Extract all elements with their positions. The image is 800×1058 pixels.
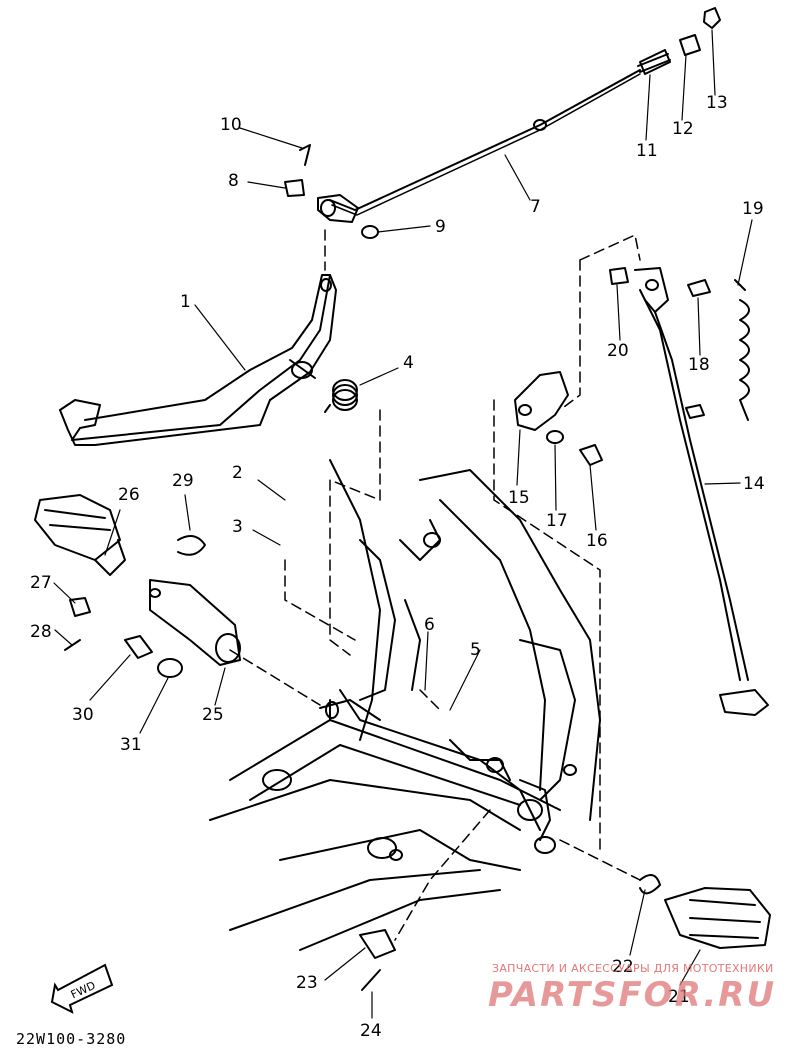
callout-numbers: 1 2 3 4 5 6 7 8 9 10 11 12 13 14 15 16 1… (30, 93, 765, 1041)
callout-8: 8 (228, 171, 239, 191)
callout-14: 14 (743, 474, 765, 494)
callout-28: 28 (30, 622, 52, 642)
callout-18: 18 (688, 355, 710, 375)
callout-6: 6 (424, 615, 435, 635)
callout-2: 2 (232, 463, 243, 483)
callout-22: 22 (612, 957, 634, 977)
watermark-caption: ЗАПЧАСТИ И АКСЕССУАРЫ ДЛЯ МОТОТЕХНИКИ (492, 962, 774, 975)
callout-12: 12 (672, 119, 694, 139)
callout-24: 24 (360, 1021, 382, 1041)
callout-30: 30 (72, 705, 94, 725)
callout-leaders (53, 29, 753, 1019)
callout-11: 11 (636, 141, 658, 161)
callout-27: 27 (30, 573, 52, 593)
callout-17: 17 (546, 511, 568, 531)
drawing-code: 22W100-3280 (16, 1030, 127, 1048)
callout-7: 7 (530, 197, 541, 217)
fwd-arrow-icon: FWD (50, 963, 114, 1014)
brake-rod (284, 69, 641, 239)
side-stand (634, 267, 769, 716)
watermark-brand: PARTSFOR.RU (488, 975, 777, 1015)
callout-21: 21 (668, 987, 690, 1007)
callout-19: 19 (742, 199, 764, 219)
callout-4: 4 (403, 353, 414, 373)
rod-spring-and-nut (637, 7, 721, 75)
callout-3: 3 (232, 517, 243, 537)
callout-15: 15 (508, 488, 530, 508)
stand-bracket (514, 267, 750, 466)
callout-5: 5 (470, 640, 481, 660)
callout-29: 29 (172, 471, 194, 491)
footrest-left (34, 494, 241, 678)
return-spring (324, 379, 358, 413)
callout-26: 26 (118, 485, 140, 505)
callout-10: 10 (220, 115, 242, 135)
callout-9: 9 (435, 217, 446, 237)
callout-31: 31 (120, 735, 142, 755)
leader-lines (229, 229, 641, 941)
callout-13: 13 (706, 93, 728, 113)
callout-1: 1 (180, 292, 191, 312)
brake-pedal (59, 274, 337, 446)
callout-23: 23 (296, 973, 318, 993)
frame-body (209, 459, 601, 951)
callout-16: 16 (586, 531, 608, 551)
callout-25: 25 (202, 705, 224, 725)
footrest-right (359, 874, 771, 991)
callout-20: 20 (607, 341, 629, 361)
